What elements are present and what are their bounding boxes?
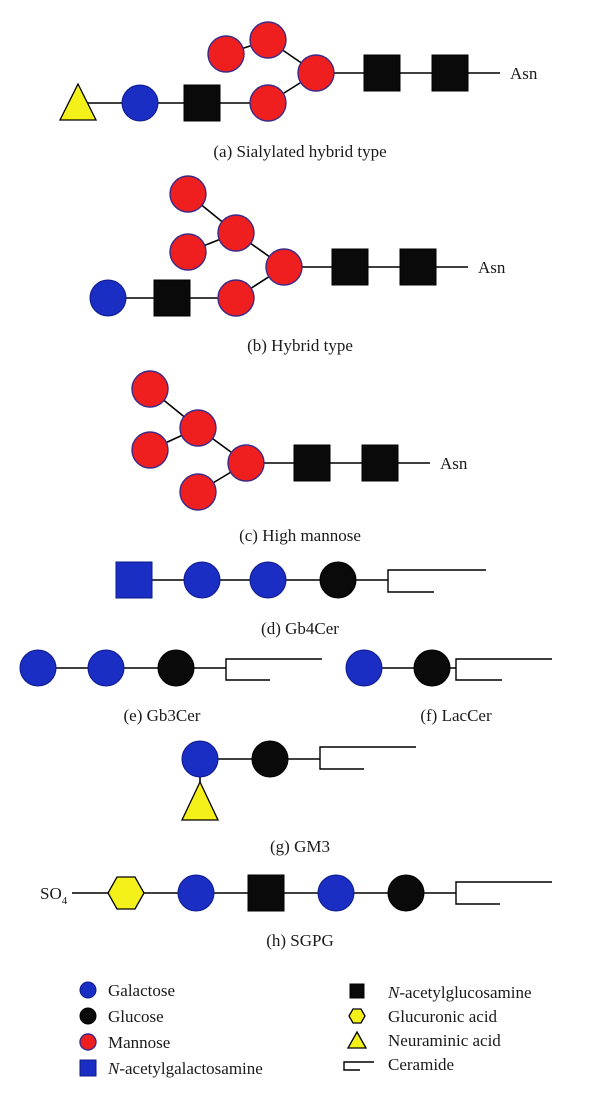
- panel-e: (e) Gb3Cer: [19, 649, 322, 725]
- glucose-circle: [387, 874, 425, 912]
- glcnac-square: [293, 444, 331, 482]
- galnac-square: [115, 561, 153, 599]
- galactose-circle: [87, 649, 125, 687]
- mannose-circle: [169, 233, 207, 271]
- galactose-circle: [317, 874, 355, 912]
- panel-a-caption: (a) Sialylated hybrid type: [213, 142, 386, 161]
- mannose-circle: [217, 279, 255, 317]
- panel-c: Asn (c) High mannose: [131, 370, 468, 545]
- ceramide-bracket: [225, 658, 322, 681]
- panel-b-caption: (b) Hybrid type: [247, 336, 353, 355]
- glucose-legend-icon: [79, 1007, 97, 1025]
- ceramide-bracket: [455, 881, 552, 905]
- mannose-circle: [217, 214, 255, 252]
- galnac-legend-icon: [79, 1059, 97, 1077]
- glucuronic-acid-hexagon: [107, 876, 145, 910]
- panel-f: (f) LacCer: [345, 649, 552, 725]
- galactose-circle: [345, 649, 383, 687]
- mannose-circle: [131, 370, 169, 408]
- glucuronic-legend-icon: [348, 1008, 366, 1024]
- glcnac-square: [431, 54, 469, 92]
- mannose-circle: [249, 84, 287, 122]
- panel-f-caption: (f) LacCer: [420, 706, 492, 725]
- galactose-circle: [249, 561, 287, 599]
- mannose-circle: [169, 175, 207, 213]
- asn-label: Asn: [440, 454, 468, 473]
- mannose-circle: [297, 54, 335, 92]
- neuraminic-legend-icon: [346, 1030, 368, 1049]
- panel-c-caption: (c) High mannose: [239, 526, 361, 545]
- panel-d-caption: (d) Gb4Cer: [261, 619, 339, 638]
- glucose-circle: [413, 649, 451, 687]
- glcnac-square: [361, 444, 399, 482]
- asn-label: Asn: [478, 258, 506, 277]
- glcnac-square: [183, 84, 221, 122]
- legend-glucose: Glucose: [108, 1007, 164, 1026]
- mannose-circle: [227, 444, 265, 482]
- ceramide-legend-icon: [343, 1061, 374, 1071]
- legend-galnac: N-acetylgalactosamine: [107, 1059, 263, 1078]
- galactose-circle: [183, 561, 221, 599]
- legend: Galactose Glucose Mannose N-acetylgalact…: [79, 981, 532, 1078]
- panel-a: Asn (a) Sialylated hybrid type: [58, 21, 538, 161]
- glcnac-legend-icon: [349, 983, 365, 999]
- galactose-circle: [121, 84, 159, 122]
- glcnac-square: [363, 54, 401, 92]
- asn-label: Asn: [510, 64, 538, 83]
- sulfate-label: SO4: [40, 884, 68, 907]
- neuraminic-acid-triangle: [58, 82, 98, 121]
- legend-glucuronic: Glucuronic acid: [388, 1007, 498, 1026]
- legend-ceramide: Ceramide: [388, 1055, 454, 1074]
- mannose-legend-icon: [79, 1033, 97, 1051]
- panel-d: (d) Gb4Cer: [115, 561, 486, 638]
- panel-h: SO4 (h) SGPG: [40, 874, 552, 950]
- glcnac-square: [153, 279, 191, 317]
- glcnac-square: [331, 248, 369, 286]
- glcnac-square: [247, 874, 285, 912]
- glcnac-square: [399, 248, 437, 286]
- ceramide-bracket: [319, 746, 416, 770]
- ceramide-bracket: [455, 658, 552, 681]
- panel-b: Asn (b) Hybrid type: [89, 175, 506, 355]
- galactose-legend-icon: [79, 981, 97, 999]
- mannose-circle: [265, 248, 303, 286]
- panel-e-caption: (e) Gb3Cer: [124, 706, 201, 725]
- panel-g-caption: (g) GM3: [270, 837, 330, 856]
- glucose-circle: [319, 561, 357, 599]
- mannose-circle: [207, 35, 245, 73]
- legend-mannose: Mannose: [108, 1033, 170, 1052]
- glucose-circle: [251, 740, 289, 778]
- galactose-circle: [181, 740, 219, 778]
- ceramide-bracket: [387, 569, 486, 593]
- galactose-circle: [89, 279, 127, 317]
- neuraminic-acid-triangle: [180, 780, 220, 821]
- mannose-circle: [179, 409, 217, 447]
- galactose-circle: [19, 649, 57, 687]
- legend-galactose: Galactose: [108, 981, 175, 1000]
- panel-h-caption: (h) SGPG: [266, 931, 334, 950]
- mannose-circle: [179, 473, 217, 511]
- mannose-circle: [131, 431, 169, 469]
- legend-neuraminic: Neuraminic acid: [388, 1031, 501, 1050]
- glucose-circle: [157, 649, 195, 687]
- mannose-circle: [249, 21, 287, 59]
- galactose-circle: [177, 874, 215, 912]
- legend-glcnac: N-acetylglucosamine: [387, 983, 532, 1002]
- panel-g: (g) GM3: [180, 740, 416, 856]
